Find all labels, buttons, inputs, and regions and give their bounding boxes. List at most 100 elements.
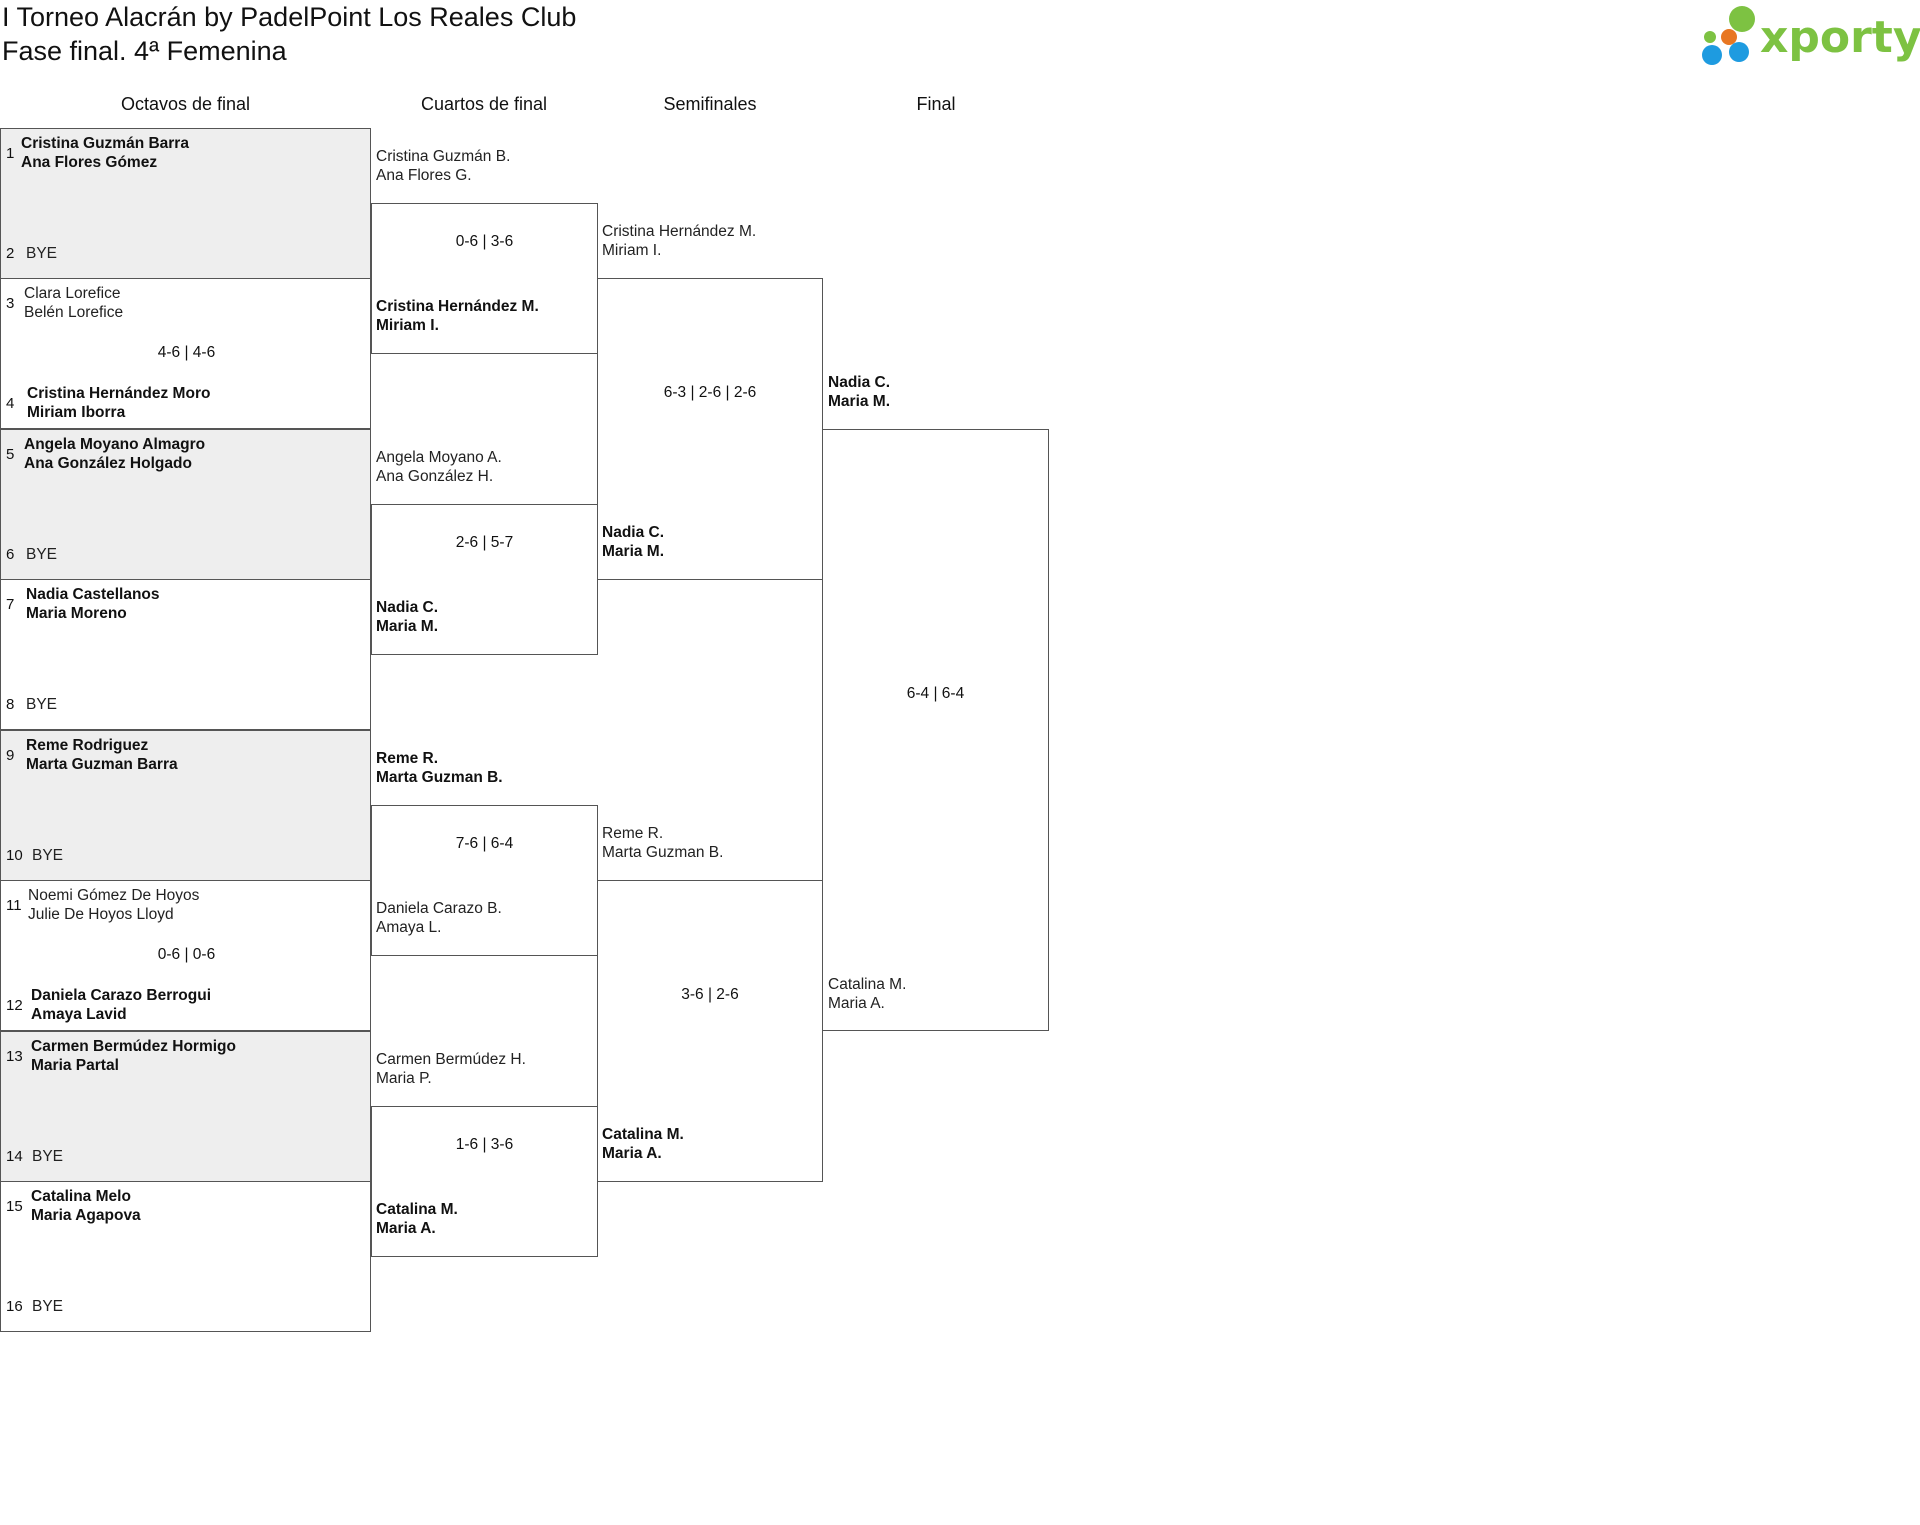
team-player: Maria M.	[376, 618, 439, 635]
octavos-match-6: 11 Noemi Gómez De Hoyos Julie De Hoyos L…	[0, 880, 371, 1031]
octavos-match-4: 7 Nadia Castellanos Maria Moreno 8 BYE	[0, 579, 371, 730]
team-player: Marta Guzman B.	[376, 769, 503, 786]
team-player: Ana González H.	[376, 468, 494, 485]
semis-match-2-box	[597, 880, 823, 1182]
team-player: Clara Lorefice	[24, 285, 121, 302]
team-player: Daniela Carazo B.	[376, 900, 502, 917]
team-player: Carmen Bermúdez Hormigo	[31, 1038, 236, 1055]
team-player: Reme R.	[602, 825, 664, 842]
team-player: Maria M.	[828, 393, 891, 410]
team-player: Maria P.	[376, 1070, 432, 1087]
team-player: Angela Moyano Almagro	[24, 436, 206, 453]
xporty-logo: xporty	[1696, 4, 1920, 70]
team-player: Cristina Hernández M.	[376, 298, 539, 315]
match-score: 0-6 | 0-6	[157, 946, 216, 963]
match-score: 6-4 | 6-4	[906, 685, 965, 702]
seed-number: 7	[6, 596, 15, 613]
seed-number: 2	[6, 245, 15, 262]
team-player: BYE	[26, 696, 58, 713]
team-player: Catalina M.	[828, 976, 907, 993]
svg-text:xporty: xporty	[1760, 12, 1920, 63]
seed-number: 4	[6, 395, 15, 412]
team-player: Nadia C.	[376, 599, 439, 616]
team-player: Julie De Hoyos Lloyd	[28, 906, 174, 923]
team-player: Cristina Hernández Moro	[27, 385, 211, 402]
team-player: BYE	[32, 847, 64, 864]
seed-number: 16	[6, 1298, 23, 1315]
team-player: Ana Flores Gómez	[21, 154, 158, 171]
phase-title: Fase final. 4ª Femenina	[2, 36, 287, 66]
team-player: Ana González Holgado	[24, 455, 192, 472]
seed-number: 3	[6, 295, 15, 312]
team-player: Carmen Bermúdez H.	[376, 1051, 526, 1068]
team-player: BYE	[32, 1298, 64, 1315]
seed-number: 5	[6, 446, 15, 463]
match-score: 3-6 | 2-6	[681, 986, 739, 1003]
seed-number: 8	[6, 696, 15, 713]
round-header-octavos: Octavos de final	[120, 94, 251, 114]
team-player: Miriam Iborra	[27, 404, 126, 421]
match-score: 7-6 | 6-4	[455, 835, 514, 852]
tournament-title: I Torneo Alacrán by PadelPoint Los Reale…	[2, 2, 577, 32]
team-player: Ana Flores G.	[376, 167, 472, 184]
octavos-match-1: 1 Cristina Guzmán Barra Ana Flores Gómez…	[0, 128, 371, 279]
match-score: 6-3 | 2-6 | 2-6	[663, 384, 757, 401]
match-score: 0-6 | 3-6	[455, 233, 514, 250]
team-player: Nadia C.	[828, 374, 891, 391]
team-player: Noemi Gómez De Hoyos	[28, 887, 200, 904]
team-player: Miriam I.	[602, 242, 662, 259]
match-score: 1-6 | 3-6	[455, 1136, 514, 1153]
seed-number: 12	[6, 997, 23, 1014]
team-player: Nadia Castellanos	[26, 586, 160, 603]
semis-match-1-box	[597, 278, 823, 580]
team-player: Reme R.	[376, 750, 439, 767]
seed-number: 1	[6, 145, 15, 162]
round-header-semis: Semifinales	[663, 94, 757, 114]
team-player: BYE	[26, 245, 58, 262]
team-player: Marta Guzman B.	[602, 844, 724, 861]
seed-number: 6	[6, 546, 15, 563]
team-player: Cristina Guzmán Barra	[21, 135, 189, 152]
team-player: Amaya L.	[376, 919, 442, 936]
cuartos-match-3-box	[371, 805, 598, 956]
team-player: Cristina Hernández M.	[602, 223, 757, 240]
cuartos-match-2-box	[371, 504, 598, 655]
seed-number: 15	[6, 1198, 23, 1215]
team-player: Angela Moyano A.	[376, 449, 502, 466]
final-match-box	[822, 429, 1049, 1031]
team-player: Belén Lorefice	[24, 304, 124, 321]
team-player: Catalina M.	[602, 1126, 684, 1143]
team-player: Catalina Melo	[31, 1188, 131, 1205]
team-player: Maria M.	[602, 543, 665, 560]
team-player: Nadia C.	[602, 524, 665, 541]
team-player: Reme Rodriguez	[26, 737, 149, 754]
team-player: Maria Moreno	[26, 605, 127, 622]
seed-number: 13	[6, 1048, 23, 1065]
seed-number: 10	[6, 847, 23, 864]
cuartos-match-4-box	[371, 1106, 598, 1257]
octavos-match-2: 3 Clara Lorefice Belén Lorefice 4-6 | 4-…	[0, 278, 371, 429]
team-player: Marta Guzman Barra	[26, 756, 178, 773]
team-player: Cristina Guzmán B.	[376, 148, 511, 165]
octavos-match-5: 9 Reme Rodriguez Marta Guzman Barra 10 B…	[0, 730, 371, 881]
team-player: Maria A.	[376, 1220, 436, 1237]
round-header-final: Final	[916, 94, 956, 114]
octavos-match-7: 13 Carmen Bermúdez Hormigo Maria Partal …	[0, 1031, 371, 1182]
team-player: Maria Agapova	[31, 1207, 141, 1224]
team-player: Maria Partal	[31, 1057, 119, 1074]
match-score: 2-6 | 5-7	[455, 534, 514, 551]
team-player: Daniela Carazo Berrogui	[31, 987, 212, 1004]
octavos-match-8: 15 Catalina Melo Maria Agapova 16 BYE	[0, 1181, 371, 1332]
seed-number: 9	[6, 747, 15, 764]
seed-number: 14	[6, 1148, 23, 1165]
team-player: BYE	[32, 1148, 64, 1165]
team-player: Miriam I.	[376, 317, 439, 334]
round-header-cuartos: Cuartos de final	[420, 94, 548, 114]
team-player: BYE	[26, 546, 58, 563]
team-player: Maria A.	[828, 995, 885, 1012]
team-player: Maria A.	[602, 1145, 662, 1162]
page-title: I Torneo Alacrán by PadelPoint Los Reale…	[2, 0, 576, 68]
octavos-match-3: 5 Angela Moyano Almagro Ana González Hol…	[0, 429, 371, 580]
team-player: Catalina M.	[376, 1201, 458, 1218]
match-score: 4-6 | 4-6	[157, 344, 216, 361]
